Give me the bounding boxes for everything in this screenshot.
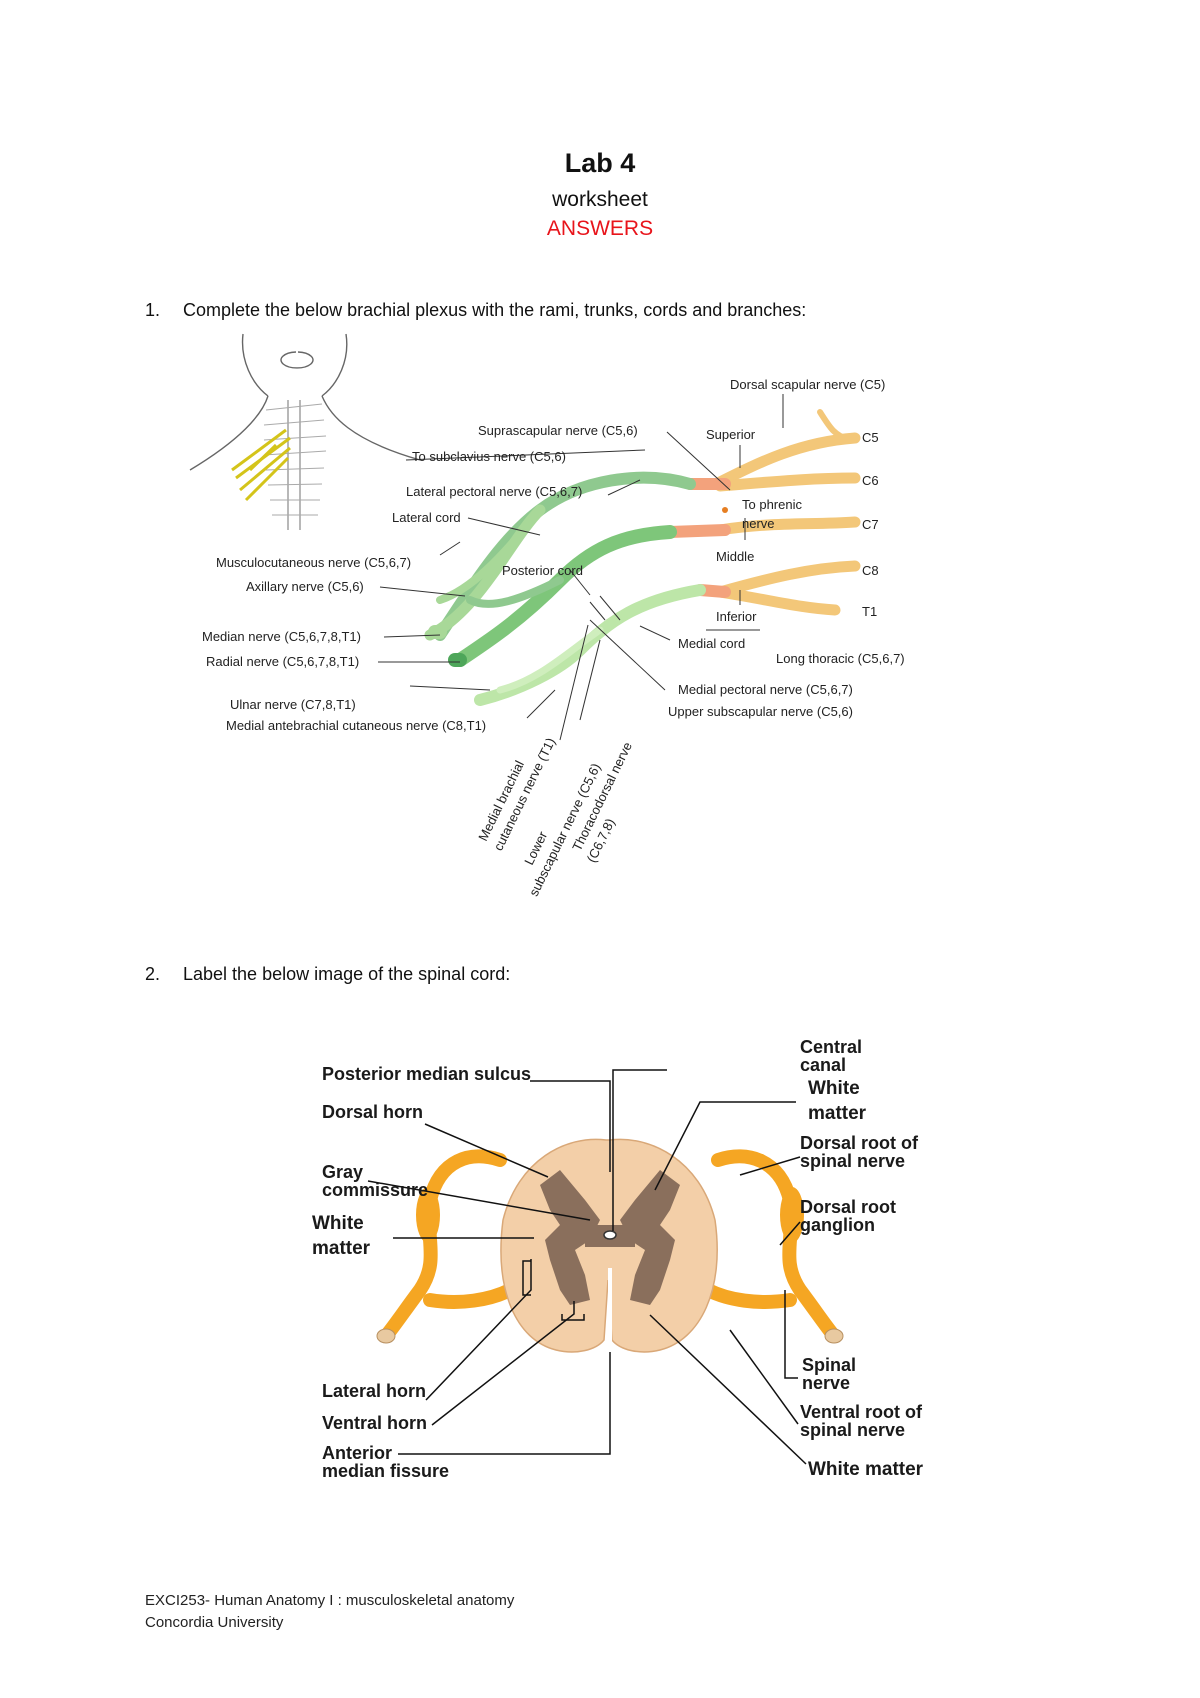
page-title: Lab 4 — [564, 148, 636, 178]
terminal-branches — [428, 506, 604, 694]
roots — [714, 409, 861, 616]
footer-course: EXCI253- Human Anatomy I : musculoskelet… — [145, 1592, 515, 1609]
central-canal-mark — [603, 1230, 617, 1240]
question-2-text: Label the below image of the spinal cord… — [183, 964, 511, 984]
label-to-phrenic-2: nerve — [742, 516, 775, 531]
label-radial: Radial nerve (C5,6,7,8,T1) — [206, 654, 359, 669]
label-to-subclavius: To subclavius nerve (C5,6) — [412, 449, 566, 464]
label-ventral-root-2: spinal nerve — [800, 1420, 905, 1440]
torso-inset — [189, 333, 421, 530]
label-white-matter-bottom: White matter — [808, 1459, 924, 1480]
label-musculocutaneous: Musculocutaneous nerve (C5,6,7) — [216, 555, 411, 570]
label-upper-subscapular: Upper subscapular nerve (C5,6) — [668, 704, 853, 719]
label-c7: C7 — [862, 517, 879, 532]
label-central-canal-1: Central — [800, 1037, 862, 1057]
footer-university: Concordia University — [145, 1614, 284, 1631]
label-ventral-horn: Ventral horn — [322, 1413, 427, 1433]
label-dorsal-root-1: Dorsal root of — [800, 1133, 919, 1153]
label-white-matter-l-2: matter — [312, 1238, 371, 1259]
label-medial-cord: Medial cord — [678, 636, 745, 651]
label-dorsal-root-ganglion-2: ganglion — [800, 1215, 875, 1235]
label-spinal-nerve-2: nerve — [802, 1373, 850, 1393]
label-gray-commissure-2: commissure — [322, 1180, 428, 1200]
label-white-matter-r-2: matter — [808, 1103, 867, 1124]
label-lateral-horn: Lateral horn — [322, 1381, 426, 1401]
label-superior: Superior — [706, 427, 756, 442]
label-to-phrenic-1: To phrenic — [742, 497, 802, 512]
label-white-matter-r-1: White — [808, 1078, 860, 1099]
label-middle: Middle — [716, 549, 754, 564]
label-gray-commissure-1: Gray — [322, 1162, 363, 1182]
question-2-number: 2. — [145, 964, 161, 984]
leader-lines — [378, 394, 784, 741]
label-axillary: Axillary nerve (C5,6) — [246, 579, 364, 594]
question-1-text: Complete the below brachial plexus with … — [183, 300, 807, 320]
label-inferior: Inferior — [716, 609, 757, 624]
label-t1: T1 — [862, 604, 877, 619]
question-1: 1. Complete the below brachial plexus wit… — [145, 300, 806, 321]
label-dorsal-scapular: Dorsal scapular nerve (C5) — [730, 377, 885, 392]
label-dorsal-root-ganglion-1: Dorsal root — [800, 1197, 896, 1217]
spinal-labels: Posterior median sulcus Central canal Wh… — [312, 1037, 924, 1481]
label-long-thoracic: Long thoracic (C5,6,7) — [776, 651, 905, 666]
label-lateral-cord: Lateral cord — [392, 510, 461, 525]
label-dorsal-horn: Dorsal horn — [322, 1102, 423, 1122]
label-median: Median nerve (C5,6,7,8,T1) — [202, 629, 361, 644]
dorsal-root-ganglia — [416, 1187, 804, 1243]
page-subtitle: worksheet — [552, 188, 648, 211]
label-posterior-cord: Posterior cord — [502, 563, 583, 578]
label-c5: C5 — [862, 430, 879, 445]
question-1-number: 1. — [145, 300, 161, 320]
label-lateral-pectoral: Lateral pectoral nerve (C5,6,7) — [406, 484, 582, 499]
label-anterior-median-1: Anterior — [322, 1443, 392, 1463]
label-posterior-median-sulcus: Posterior median sulcus — [322, 1064, 531, 1084]
label-dorsal-root-2: spinal nerve — [800, 1151, 905, 1171]
label-ventral-root-1: Ventral root of — [800, 1402, 923, 1422]
label-c8: C8 — [862, 563, 879, 578]
spinal-leader-lines — [367, 1069, 807, 1465]
label-medial-antebrachial: Medial antebrachial cutaneous nerve (C8,… — [226, 718, 486, 733]
label-white-matter-l-1: White — [312, 1213, 364, 1234]
label-ulnar: Ulnar nerve (C7,8,T1) — [230, 697, 356, 712]
label-suprascapular: Suprascapular nerve (C5,6) — [478, 423, 638, 438]
label-c6: C6 — [862, 473, 879, 488]
question-2: 2. Label the below image of the spinal co… — [145, 964, 510, 985]
answers-label: ANSWERS — [546, 217, 654, 240]
label-anterior-median-2: median fissure — [322, 1461, 449, 1481]
label-medial-pectoral: Medial pectoral nerve (C5,6,7) — [678, 682, 853, 697]
label-central-canal-2: canal — [800, 1055, 846, 1075]
label-spinal-nerve-1: Spinal — [802, 1355, 856, 1375]
brachial-plexus-figure: Dorsal scapular nerve (C5) Suprascapular… — [189, 333, 905, 899]
